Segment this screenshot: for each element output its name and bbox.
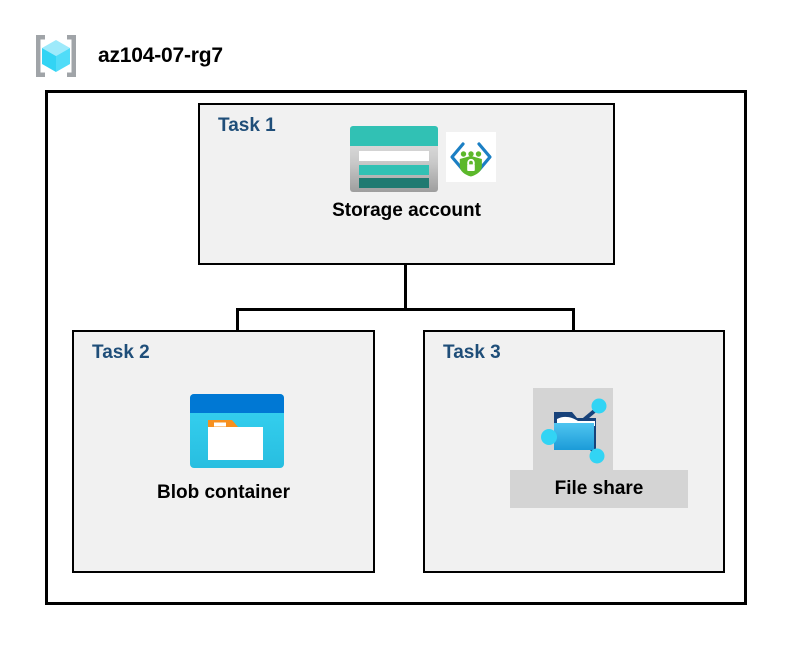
storage-account-icon xyxy=(350,126,438,192)
resource-group-title: az104-07-rg7 xyxy=(98,44,223,67)
task-1-label: Task 1 xyxy=(218,115,276,136)
file-share-icon xyxy=(538,392,610,466)
blob-container-label: Blob container xyxy=(156,482,290,503)
task-3-label: Task 3 xyxy=(443,342,501,363)
resource-group-cube-icon xyxy=(30,30,82,82)
private-link-shield-icon xyxy=(446,132,496,182)
storage-account-label: Storage account xyxy=(332,200,481,221)
resource-group-header: az104-07-rg7 xyxy=(30,28,360,84)
connector-storage-trunk xyxy=(404,265,407,310)
blob-container-icon xyxy=(190,394,284,468)
connector-horizontal-bus xyxy=(236,308,575,311)
file-share-label: File share xyxy=(510,470,688,508)
task-2-label: Task 2 xyxy=(92,342,150,363)
